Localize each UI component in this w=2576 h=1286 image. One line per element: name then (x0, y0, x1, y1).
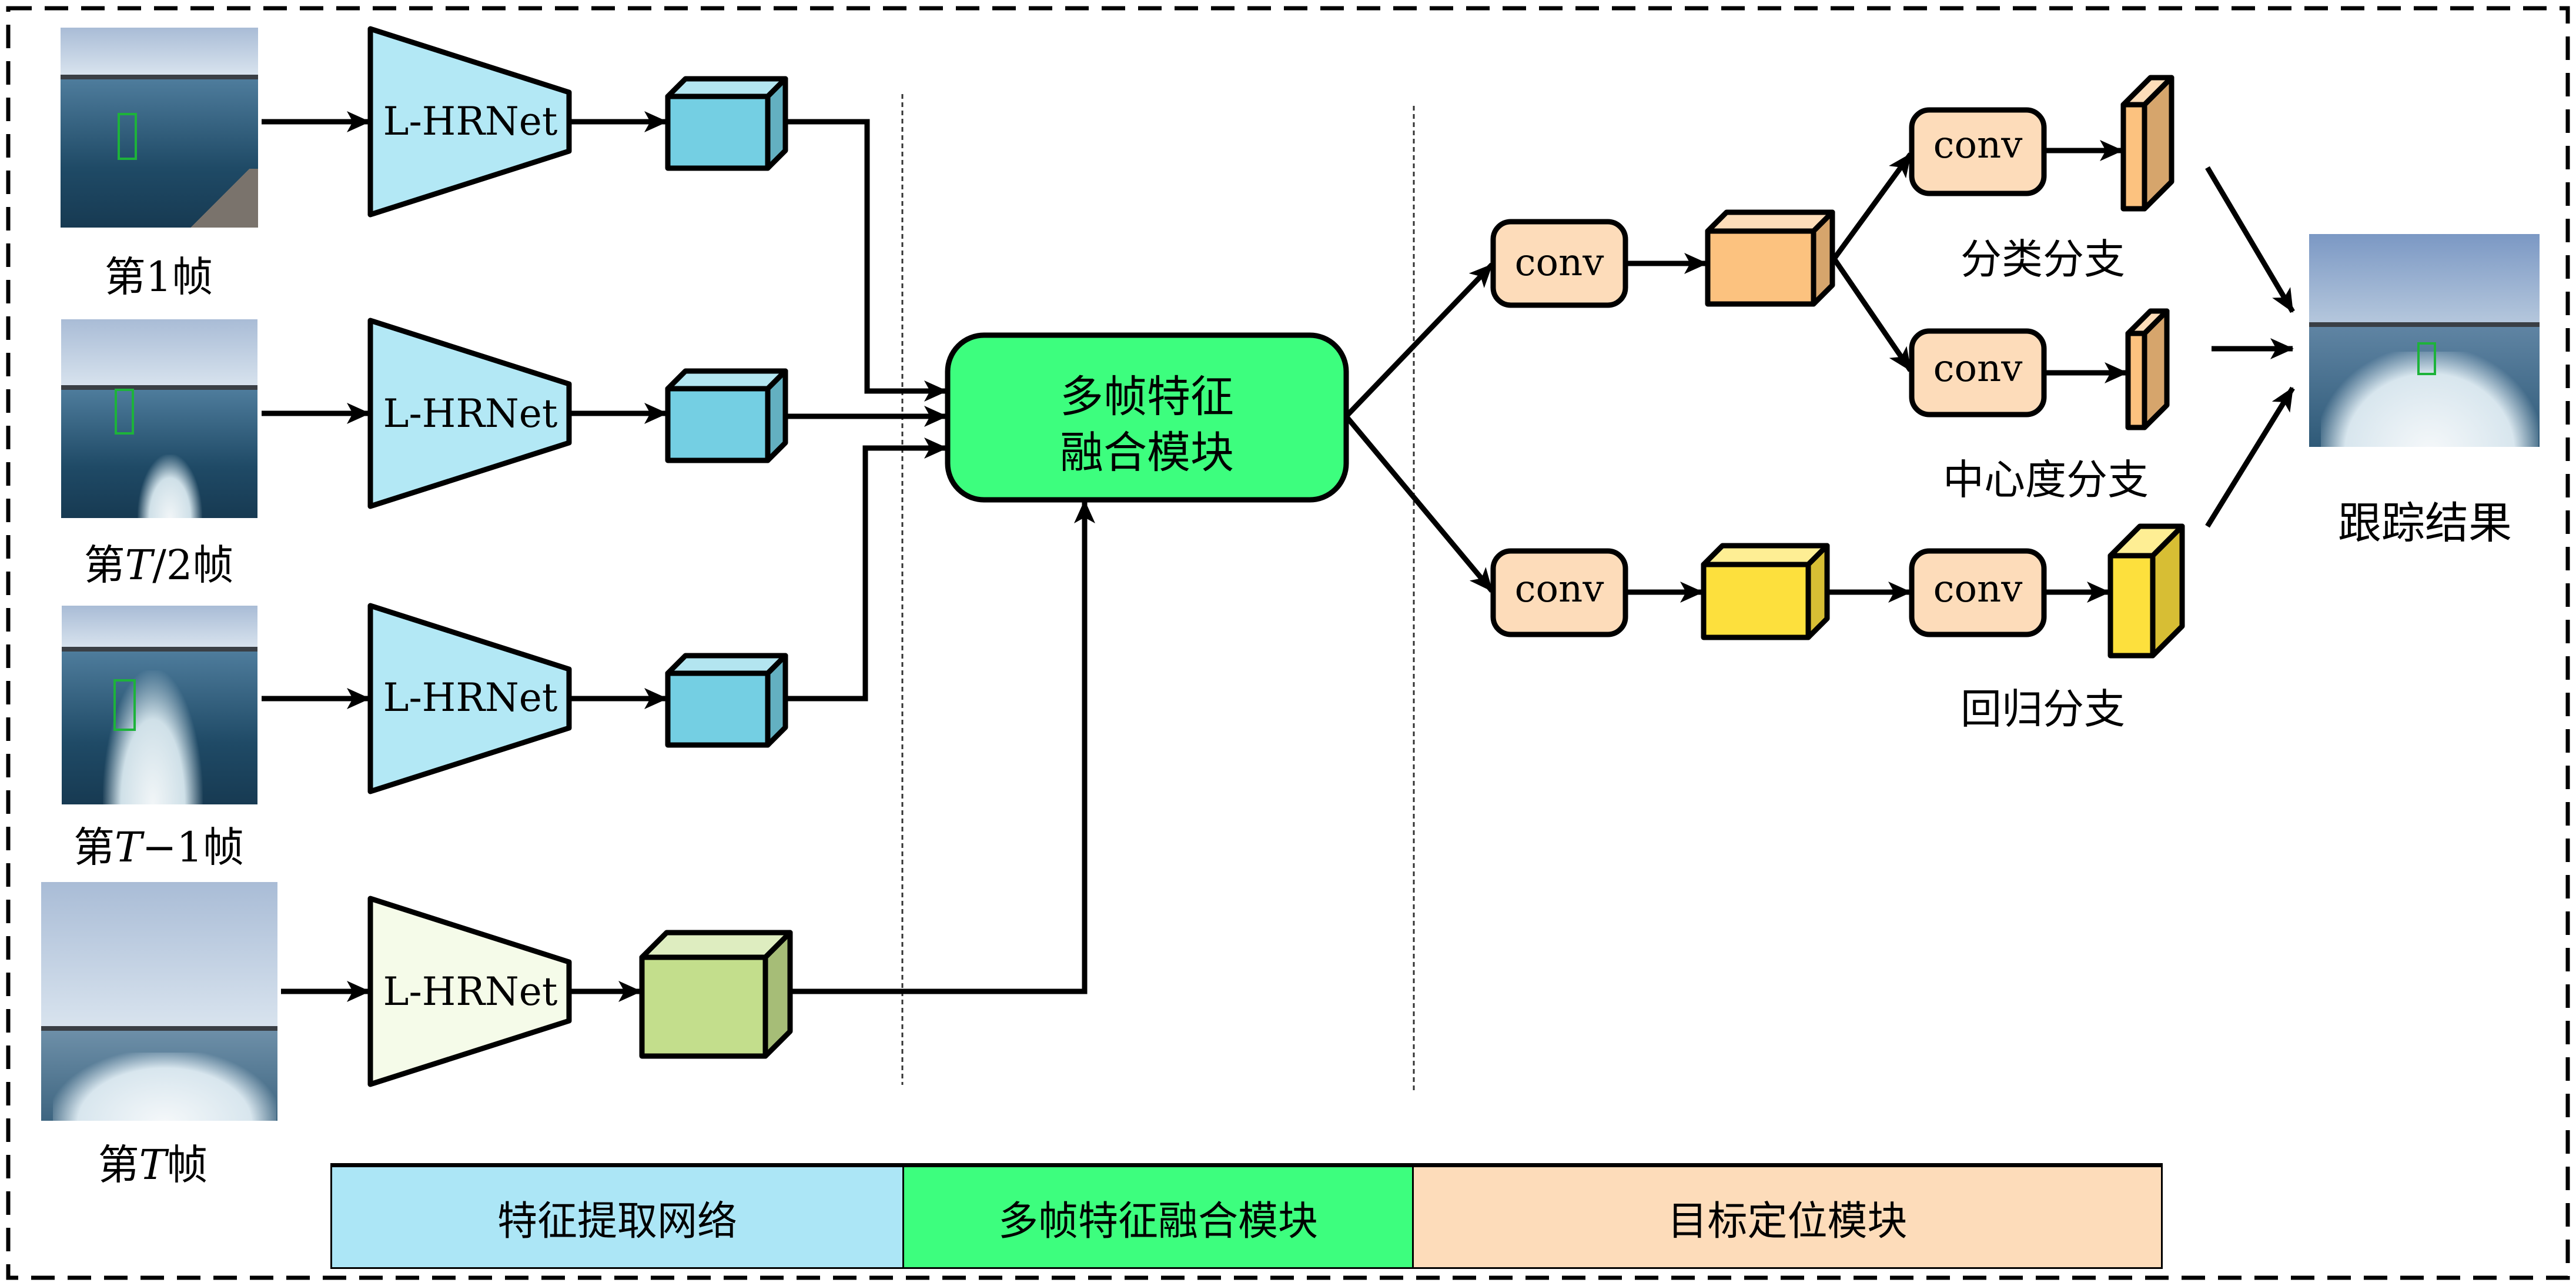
cube-front-face (665, 93, 771, 171)
cube-side-face (2142, 75, 2174, 212)
frame-t-image (41, 882, 277, 1121)
outer-dashed-border (6, 6, 2570, 1280)
label-prefix: 第 (83, 541, 125, 589)
arrow-fusion-to-reg-conv (1344, 415, 1494, 593)
frame-1-label: 第1帧 (104, 253, 213, 301)
frame-t-minus-1-image (62, 606, 257, 804)
conv-box-1 (1490, 219, 1628, 308)
regression-branch-label: 回归分支 (1961, 685, 2125, 733)
template-feature-cube (639, 930, 793, 1059)
classification-output (2120, 75, 2174, 212)
arrow-reg-to-result (2205, 386, 2295, 528)
tracking-result-image (2309, 234, 2540, 447)
legend-label: 多帧特征融合模块 (998, 1198, 1318, 1245)
fusion-module-title-line2: 融合模块 (1060, 427, 1234, 478)
cube-front-face (2107, 553, 2156, 659)
conv-box-4 (1490, 548, 1628, 637)
backbone-label-4: L-HRNet (383, 969, 558, 1014)
centerness-branch-label: 中心度分支 (1943, 456, 2149, 504)
conv-label-cls: conv (1933, 123, 2023, 167)
tracking-bbox (115, 389, 134, 435)
arrow-cube-to-ctr-conv (1832, 257, 1913, 372)
cube-front-face (1701, 562, 1811, 640)
regression-output (2107, 523, 2185, 659)
arrow-cube-to-cls-conv (1832, 152, 1913, 260)
shared-reg-feature-cube (1701, 543, 1830, 640)
cube-front-face (2125, 330, 2147, 430)
cube-front-face (639, 954, 768, 1059)
feature-cube-3 (665, 653, 788, 748)
backbone-label-2: L-HRNet (383, 391, 558, 436)
conv-box-5 (1909, 548, 2047, 637)
feature-cube-2 (665, 368, 788, 463)
centerness-output (2125, 308, 2170, 430)
label-variable: T (125, 541, 153, 589)
cube-side-face (2142, 308, 2170, 430)
label-suffix: /2帧 (152, 541, 234, 589)
label-suffix: −1帧 (142, 823, 244, 871)
conv-label-shared-cls: conv (1514, 241, 1604, 285)
legend-label: 特征提取网络 (497, 1198, 737, 1245)
backbone-trapezoid-3 (367, 603, 572, 794)
tracking-bbox (2417, 342, 2436, 375)
cube-side-face (762, 930, 793, 1059)
arrow-cube1-to-fusion (785, 119, 948, 402)
cube-front-face (1705, 228, 1816, 307)
cube-front-face (665, 670, 771, 748)
frame-t-minus-1-label: 第T−1帧 (47, 814, 270, 874)
conv-label-shared-reg: conv (1514, 567, 1604, 611)
fusion-module-box (945, 332, 1349, 503)
frame-t-half-image (61, 319, 257, 518)
cube-front-face (665, 386, 771, 463)
arrow-template-to-fusion (790, 500, 1095, 994)
tracking-bbox (113, 679, 136, 731)
arrow-fusion-to-cls-conv (1344, 262, 1494, 419)
backbone-trapezoid-1 (367, 26, 572, 218)
legend-label: 目标定位模块 (1667, 1198, 1908, 1245)
legend-multi-frame-fusion: 多帧特征融合模块 (902, 1167, 1414, 1267)
label-prefix: 第 (98, 1141, 139, 1189)
conv-box-3 (1909, 328, 2047, 417)
conv-box-2 (1909, 107, 2047, 196)
tracking-bbox (118, 113, 137, 160)
fusion-module-title-line1: 多帧特征 (1060, 372, 1234, 422)
arrow-cube3-to-fusion (785, 437, 948, 702)
label-suffix: 帧 (166, 1141, 208, 1189)
cube-side-face (1805, 543, 1830, 640)
backbone-label-3: L-HRNet (383, 675, 558, 720)
cube-side-face (1811, 209, 1835, 307)
feature-cube-1 (665, 76, 788, 171)
backbone-label-1: L-HRNet (383, 99, 558, 144)
legend-target-localization: 目标定位模块 (1414, 1167, 2161, 1267)
tracking-result-label: 跟踪结果 (2338, 498, 2512, 549)
conv-label-ctr: conv (1933, 347, 2023, 390)
frame-1-image (61, 28, 258, 228)
shared-cls-feature-cube (1705, 209, 1835, 307)
arrow-cls-to-result (2205, 166, 2295, 313)
frame-t-half-label: 第T/2帧 (47, 532, 270, 592)
label-variable: T (139, 1141, 167, 1189)
backbone-trapezoid-4 (367, 896, 572, 1087)
label-prefix: 第 (73, 823, 115, 871)
label-variable: T (115, 823, 142, 871)
backbone-trapezoid-2 (367, 318, 572, 509)
classification-branch-label: 分类分支 (1961, 235, 2125, 283)
legend-feature-extraction: 特征提取网络 (332, 1167, 902, 1267)
frame-t-label: 第T帧 (47, 1132, 259, 1191)
cube-front-face (2120, 102, 2147, 212)
conv-label-reg: conv (1933, 567, 2023, 611)
